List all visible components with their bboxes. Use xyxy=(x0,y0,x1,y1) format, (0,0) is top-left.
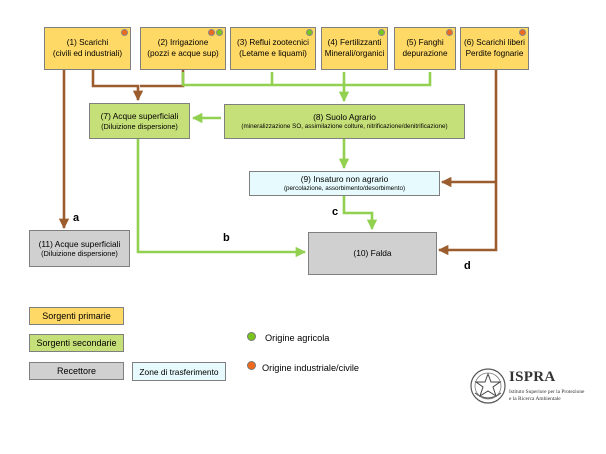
path-label-a: a xyxy=(73,212,80,224)
node-subtitle: (Diluizione dispersione) xyxy=(101,121,178,131)
path-label-c: c xyxy=(332,206,339,218)
source-scarichi: (1) Scarichi (civili ed industriali) xyxy=(44,27,131,70)
source-sublabel: (pozzi e acque sup) xyxy=(147,48,219,58)
agricultural-origin-dot xyxy=(216,29,223,36)
source-label: (2) Irrigazione xyxy=(157,38,209,48)
arrow-b-acque-7-to-falda xyxy=(136,139,307,258)
arrow-scarichi-to-acque-7 xyxy=(91,70,144,102)
industrial-origin-dot xyxy=(519,29,526,36)
node-acque-superficiali-7: (7) Acque superficiali (Diluizione dispe… xyxy=(89,103,190,139)
source-label: (4) Fertilizzanti xyxy=(327,38,382,48)
logo-name: ISPRA xyxy=(509,369,556,385)
node-title: (9) Insaturo non agrario xyxy=(300,174,389,185)
legend-industrial-label: Origine industriale/civile xyxy=(262,363,360,373)
node-title: (7) Acque superficiali xyxy=(100,111,179,122)
source-sublabel: depurazione xyxy=(402,48,448,58)
source-scarichi-liberi: (6) Scarichi liberi Perdite fognarie xyxy=(460,27,529,70)
node-acque-superficiali-11: (11) Acque superficiali (Diluizione disp… xyxy=(29,230,130,267)
node-suolo-agrario-8: (8) Suolo Agrario (mineralizzazione SO, … xyxy=(224,104,465,139)
path-label-b: b xyxy=(223,232,230,244)
arrow-d-scarichi-liberi-to-falda xyxy=(437,70,498,256)
legend-industrial-dot xyxy=(247,361,256,370)
source-sublabel: Minerali/organici xyxy=(324,48,385,58)
legend-secondary-sources: Sorgenti secondarie xyxy=(29,334,124,352)
arrow-irrigazione-to-acque-7 xyxy=(140,70,185,88)
agricultural-origin-dot xyxy=(378,29,385,36)
source-sublabel: (civili ed industriali) xyxy=(52,48,123,58)
arrow-c-insaturo-to-falda xyxy=(342,196,378,231)
source-reflui-zootecnici: (3) Reflui zootecnici (Letame e liquami) xyxy=(230,27,316,70)
node-title: (11) Acque superficiali xyxy=(38,238,121,249)
node-insaturo-non-agrario-9: (9) Insaturo non agrario (percolazione, … xyxy=(249,171,440,196)
source-label: (5) Fanghi xyxy=(406,38,444,48)
node-subtitle: (percolazione, assorbimento/desorbimento… xyxy=(283,184,406,192)
node-falda-10: (10) Falda xyxy=(308,232,437,275)
agricultural-origin-dot xyxy=(306,29,313,36)
legend-agricultural-dot xyxy=(247,332,256,341)
logo-subtitle-line1: Istituto Superiore per la Protezione xyxy=(509,389,585,395)
legend-primary-sources: Sorgenti primarie xyxy=(29,307,124,325)
industrial-origin-dot xyxy=(121,29,128,36)
source-label: (3) Reflui zootecnici xyxy=(237,38,309,48)
logo-subtitle-line2: e la Ricerca Ambientale xyxy=(509,396,561,402)
source-sublabel: Perdite fognarie xyxy=(465,48,524,58)
industrial-origin-dot xyxy=(208,29,215,36)
source-fanghi: (5) Fanghi depurazione xyxy=(394,27,456,70)
node-title: (8) Suolo Agrario xyxy=(313,112,376,123)
ispra-emblem-icon xyxy=(470,368,506,404)
node-subtitle: (Diluizione dispersione) xyxy=(41,249,118,259)
node-subtitle: (mineralizzazione SO, assimilazione colt… xyxy=(241,122,448,130)
green-collector-line xyxy=(181,72,432,87)
legend-transfer-zones: Zone di trasferimento xyxy=(132,362,226,381)
industrial-origin-dot xyxy=(446,29,453,36)
path-label-d: d xyxy=(464,260,471,272)
source-irrigazione: (2) Irrigazione (pozzi e acque sup) xyxy=(140,27,226,70)
node-title: (10) Falda xyxy=(353,248,392,259)
legend-receptor: Recettore xyxy=(29,362,124,380)
legend-agricultural-label: Origine agricola xyxy=(265,333,330,343)
source-label: (6) Scarichi liberi xyxy=(464,38,525,48)
source-fertilizzanti: (4) Fertilizzanti Minerali/organici xyxy=(321,27,388,70)
source-sublabel: (Letame e liquami) xyxy=(239,48,307,58)
source-label: (1) Scarichi xyxy=(66,38,109,48)
